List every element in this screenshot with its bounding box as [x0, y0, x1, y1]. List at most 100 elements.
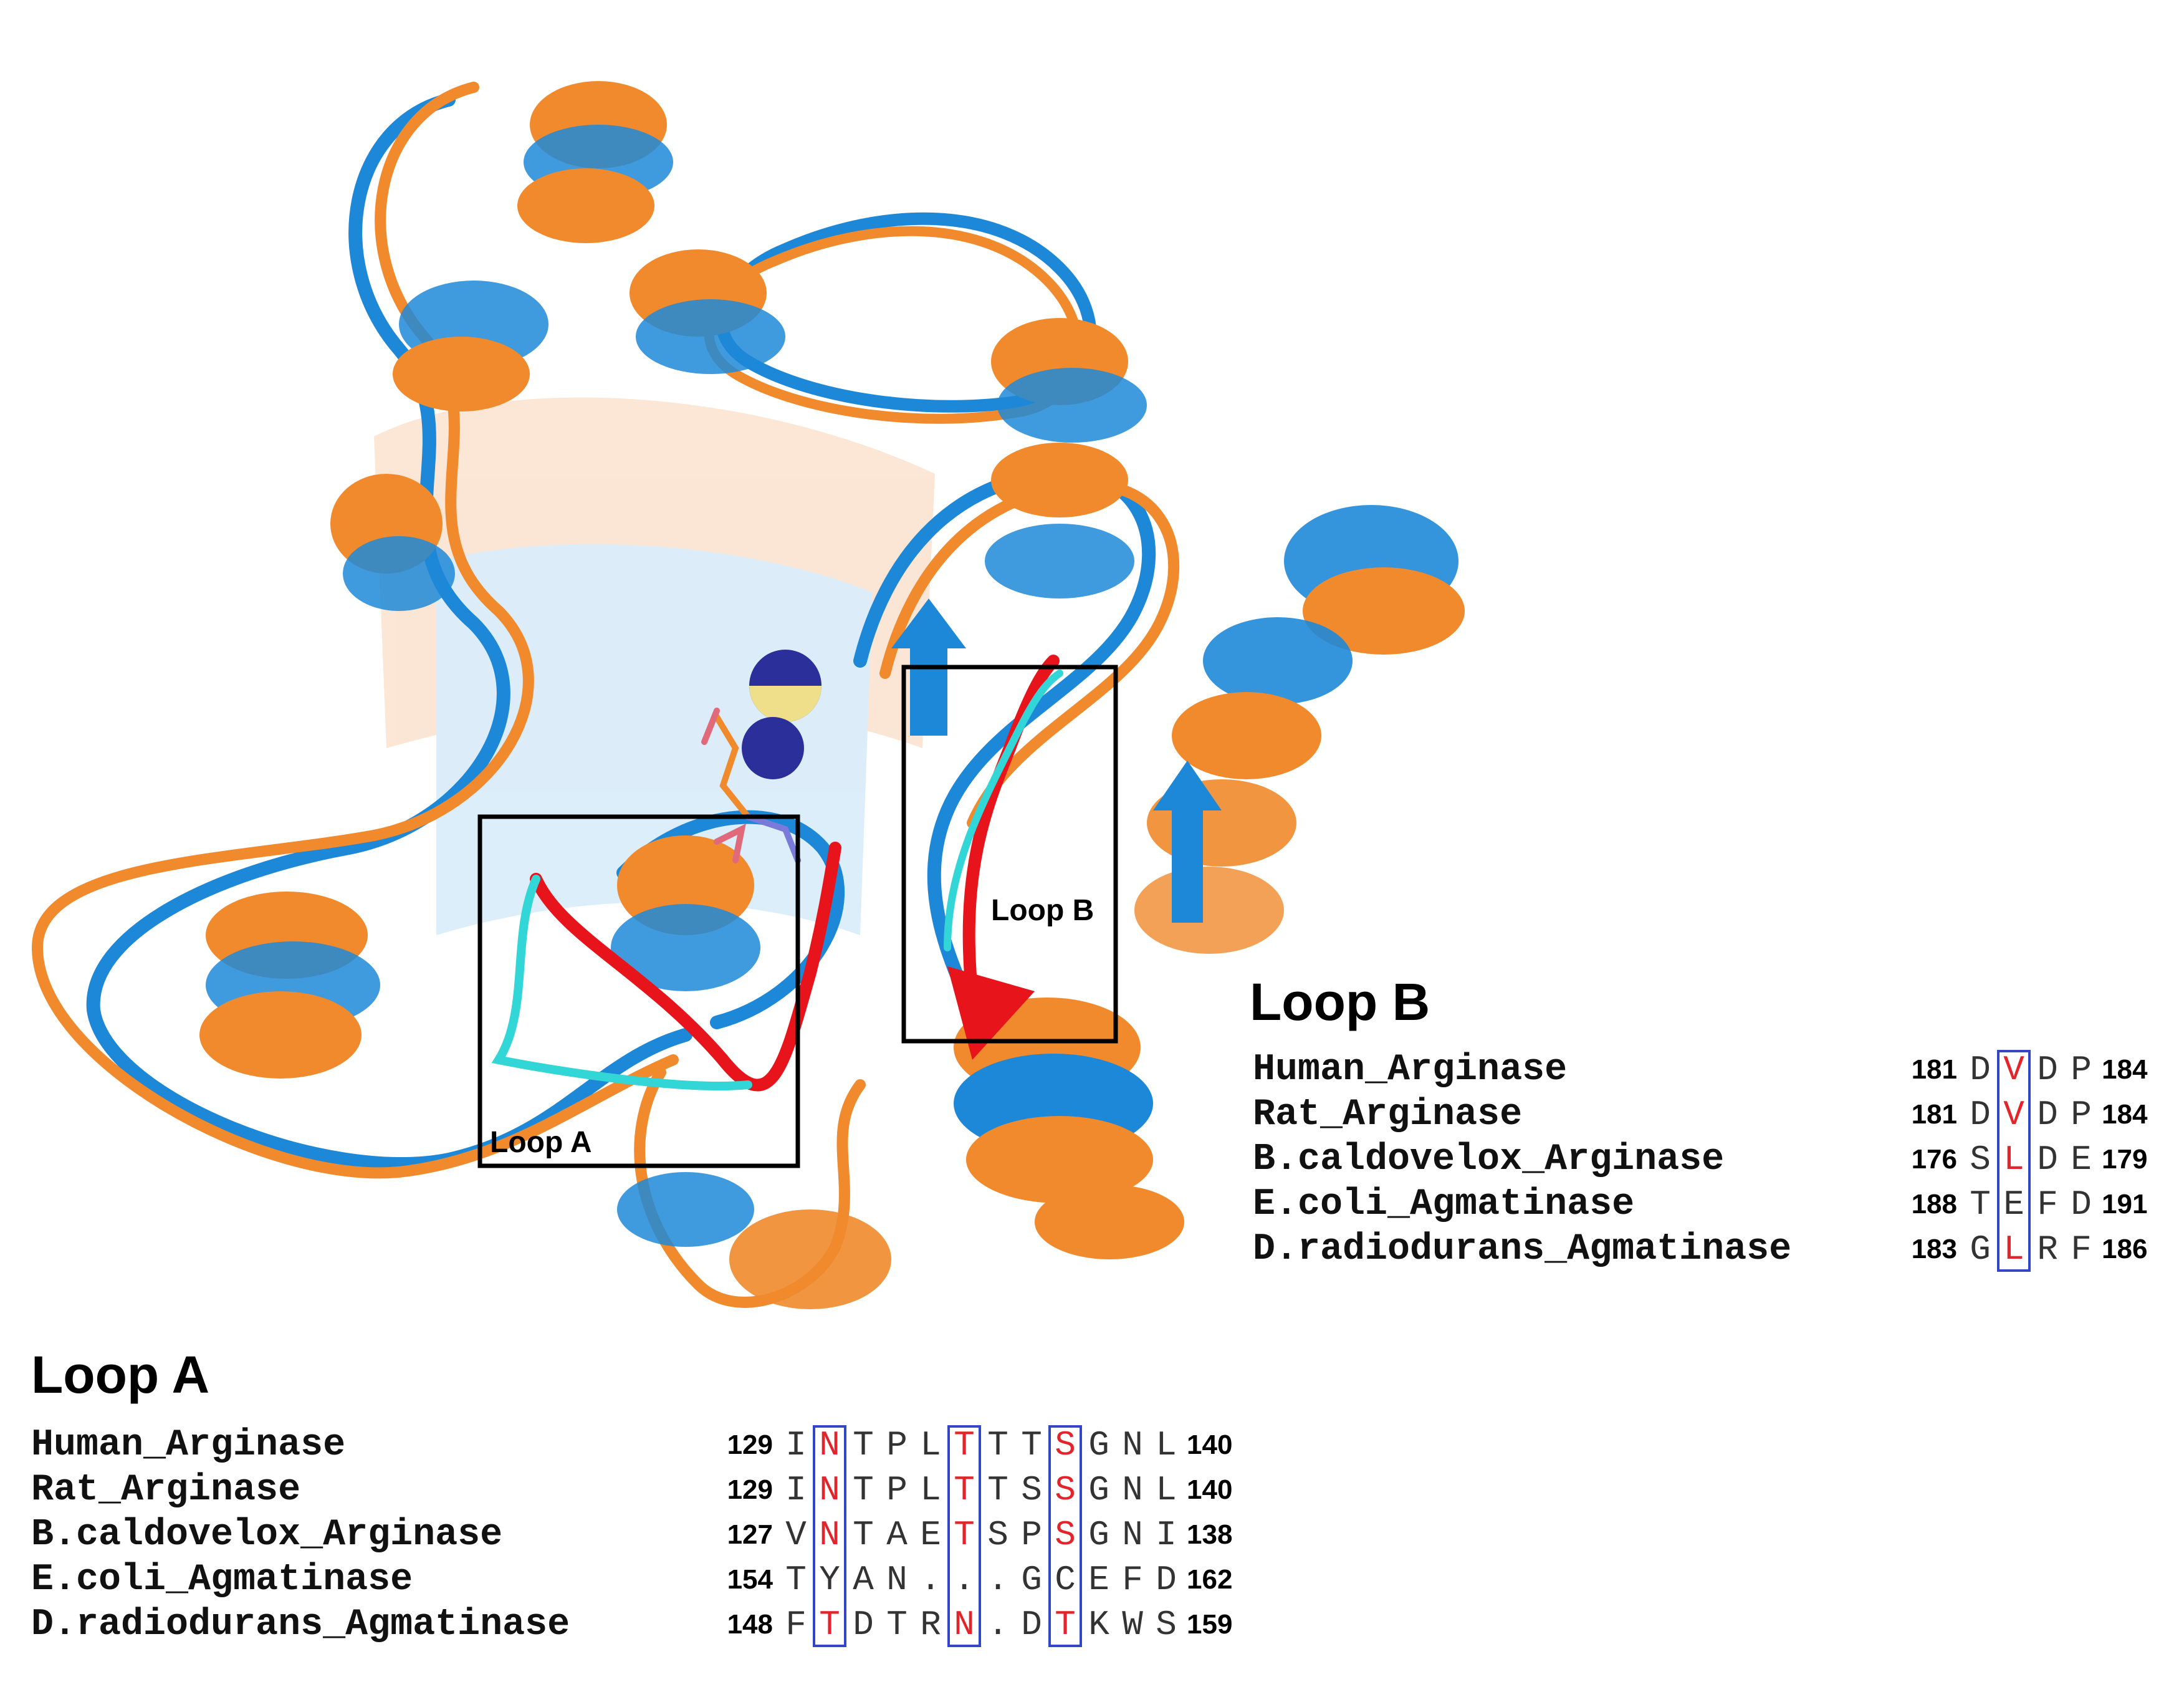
start-position: 176	[1911, 1144, 1957, 1175]
residue: T	[1970, 1185, 1991, 1224]
residue: T	[853, 1515, 874, 1555]
end-position: 191	[2102, 1189, 2148, 1219]
residue: T	[954, 1515, 975, 1555]
start-position: 181	[1911, 1054, 1957, 1085]
residue: E	[2003, 1185, 2024, 1224]
residue: S	[987, 1515, 1008, 1555]
residue: D	[1021, 1605, 1042, 1645]
sequence-name: B.caldovelox_Arginase	[31, 1514, 503, 1556]
residue: D	[2037, 1050, 2058, 1090]
highlighted-loops	[491, 655, 1063, 1092]
end-position: 162	[1187, 1564, 1233, 1595]
loop-b-title: Loop B	[1250, 973, 1430, 1031]
residue: V	[2003, 1050, 2024, 1090]
residue: L	[1156, 1470, 1177, 1510]
residue: T	[886, 1605, 908, 1645]
residue: R	[920, 1605, 941, 1645]
residue: L	[2003, 1140, 2024, 1180]
metal-ions	[742, 650, 821, 779]
residue: N	[1122, 1425, 1143, 1465]
end-position: 179	[2102, 1144, 2148, 1175]
helices	[199, 81, 1465, 1309]
residue: N	[819, 1425, 840, 1465]
end-position: 184	[2102, 1099, 2148, 1130]
end-position: 140	[1187, 1430, 1233, 1460]
residue: G	[1088, 1515, 1109, 1555]
start-position: 129	[727, 1474, 773, 1505]
end-position: 140	[1187, 1474, 1233, 1505]
ligand-sticks	[701, 708, 801, 863]
sequence-name: Human_Arginase	[1253, 1049, 1568, 1091]
loop-a-box: Loop A	[477, 814, 800, 1168]
residue: G	[1970, 1229, 1991, 1269]
residue: S	[1021, 1470, 1042, 1510]
residue: T	[853, 1425, 874, 1465]
residue: R	[2037, 1229, 2058, 1269]
residue: A	[886, 1515, 908, 1555]
sequence-name: E.coli_Agmatinase	[1253, 1183, 1635, 1226]
residue: G	[1088, 1425, 1109, 1465]
start-position: 148	[727, 1609, 773, 1640]
sequence-name: Rat_Arginase	[1253, 1094, 1523, 1136]
start-position: 188	[1911, 1189, 1957, 1219]
conserved-column-box	[1997, 1050, 2031, 1272]
residue: D	[1156, 1560, 1177, 1600]
loop-b-box-label: Loop B	[991, 894, 1094, 927]
residue: P	[886, 1425, 908, 1465]
residue: Y	[819, 1560, 840, 1600]
residue: G	[1088, 1470, 1109, 1510]
residue: W	[1122, 1605, 1143, 1645]
sequence-name: Human_Arginase	[31, 1424, 346, 1466]
residue: I	[785, 1470, 807, 1510]
start-position: 127	[727, 1519, 773, 1550]
residue: S	[1055, 1425, 1076, 1465]
start-position: 183	[1911, 1234, 1957, 1264]
start-position: 154	[727, 1564, 773, 1595]
end-position: 159	[1187, 1609, 1233, 1640]
residue: D	[853, 1605, 874, 1645]
residue: D	[1970, 1095, 1991, 1135]
sequence-name: E.coli_Agmatinase	[31, 1559, 413, 1601]
end-position: 186	[2102, 1234, 2148, 1264]
sequence-name: D.radiodurans_Agmatinase	[31, 1603, 570, 1646]
residue: K	[1088, 1605, 1109, 1645]
residue: V	[785, 1515, 807, 1555]
residue: I	[785, 1425, 807, 1465]
residue: E	[2071, 1140, 2092, 1180]
residue: T	[954, 1470, 975, 1510]
residue: F	[2071, 1229, 2092, 1269]
residue: .	[987, 1560, 1008, 1600]
residue: N	[886, 1560, 908, 1600]
residue: .	[954, 1560, 975, 1600]
residue: F	[2037, 1185, 2058, 1224]
residue: P	[886, 1470, 908, 1510]
start-position: 129	[727, 1430, 773, 1460]
residue: P	[2071, 1095, 2092, 1135]
conserved-column-box	[947, 1425, 981, 1647]
sequence-name: B.caldovelox_Arginase	[1253, 1138, 1725, 1181]
residue: T	[1055, 1605, 1076, 1645]
loop-a-box-label: Loop A	[490, 1126, 592, 1159]
end-position: 184	[2102, 1054, 2148, 1085]
residue: N	[1122, 1470, 1143, 1510]
residue: D	[2037, 1095, 2058, 1135]
residue: A	[853, 1560, 874, 1600]
residue: S	[1055, 1470, 1076, 1510]
residue: D	[2037, 1140, 2058, 1180]
residue: F	[1122, 1560, 1143, 1600]
residue: T	[987, 1425, 1008, 1465]
residue: L	[920, 1470, 941, 1510]
residue: G	[1021, 1560, 1042, 1600]
conserved-column-box	[1048, 1425, 1082, 1647]
residue: T	[954, 1425, 975, 1465]
residue: D	[2071, 1185, 2092, 1224]
